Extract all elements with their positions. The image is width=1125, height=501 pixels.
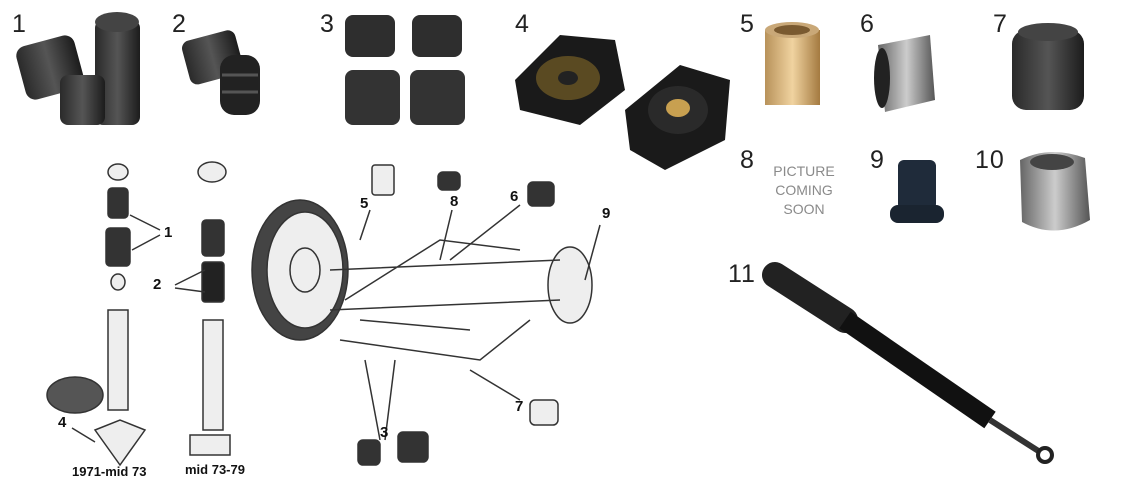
part-9-bushing: [890, 160, 944, 223]
part-number-10: 10: [975, 146, 1005, 174]
placeholder-line: COMING: [775, 182, 833, 198]
picture-coming-soon-placeholder: PICTURE COMING SOON: [763, 162, 845, 219]
part-4-strut-mounts: [515, 35, 730, 170]
part-number-5: 5: [740, 10, 755, 38]
rear-axle-diagram: [251, 164, 601, 466]
part-11-shock-absorber: [762, 262, 1054, 464]
part-number-6: 6: [860, 10, 875, 38]
part-3-sway-bar-bushings: [345, 15, 465, 125]
callout-6: 6: [510, 188, 519, 205]
callout-2: 2: [153, 276, 162, 293]
caption-1971-mid-73: 1971-mid 73: [72, 464, 147, 479]
part-10-bushing: [1020, 151, 1090, 231]
callout-7: 7: [515, 398, 524, 415]
part-number-2: 2: [172, 10, 187, 38]
front-strut-diagram: [46, 161, 231, 467]
caption-mid-73-79: mid 73-79: [185, 462, 245, 477]
callout-8: 8: [450, 193, 459, 210]
callout-9: 9: [602, 205, 611, 222]
part-2-bump-stops: [182, 30, 260, 115]
part-number-11: 11: [728, 260, 756, 288]
callout-1: 1: [164, 224, 173, 241]
callout-5: 5: [360, 195, 369, 212]
part-5-bronze-bushing: [765, 22, 820, 105]
part-7-rubber-bushing: [1012, 23, 1084, 110]
part-number-8: 8: [740, 146, 755, 174]
callout-3: 3: [380, 424, 389, 441]
part-number-1: 1: [12, 10, 27, 38]
part-6-metal-bushing: [874, 35, 935, 112]
part-number-7: 7: [993, 10, 1008, 38]
placeholder-line: PICTURE: [773, 163, 835, 179]
callout-4: 4: [58, 414, 67, 431]
part-number-4: 4: [515, 10, 530, 38]
part-1-bump-stops: [16, 12, 140, 125]
placeholder-line: SOON: [783, 201, 825, 217]
part-number-9: 9: [870, 146, 885, 174]
part-number-3: 3: [320, 10, 335, 38]
